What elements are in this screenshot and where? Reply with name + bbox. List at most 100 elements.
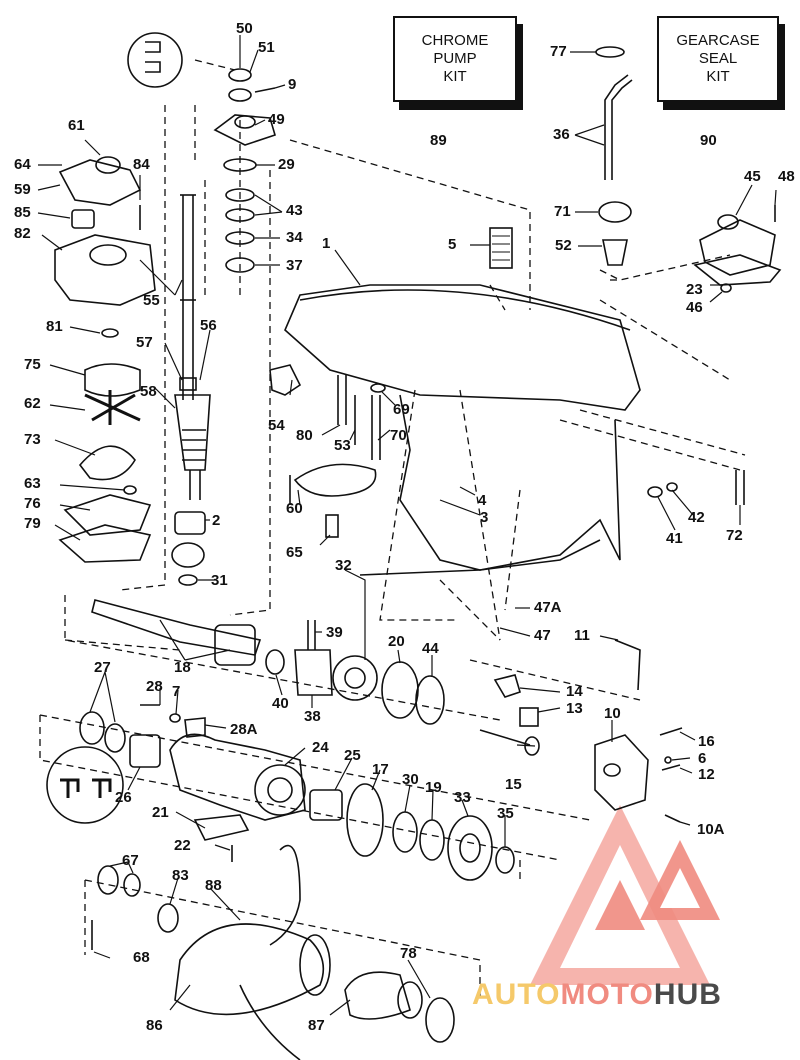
part-18-prop-shaft [91,599,262,656]
callout-63: 63 [24,475,41,492]
callout-9: 9 [288,76,297,93]
part-32-pinion-gear [171,542,205,568]
part-67-nut [97,865,119,895]
part-43-washer-a [225,188,255,202]
callout-61: 61 [68,117,85,134]
chrome-pump-kit-label: CHROME PUMP KIT [421,32,489,85]
callout-20: 20 [388,633,405,650]
callout-32: 32 [335,557,352,574]
callout-31: 31 [211,572,228,589]
part-19-shim [419,819,445,861]
part-44-shim [415,675,445,725]
callout-54: 54 [268,417,285,434]
part-38-clutch-dog [294,649,333,696]
callout-21: 21 [152,804,169,821]
callout-42: 42 [688,509,705,526]
part-40-spring [265,649,285,675]
callout-11: 11 [574,627,590,644]
dashed-leader-lines [39,59,746,1000]
part-67-spacer [123,873,141,897]
callout-39: 39 [326,624,343,641]
callout-90: 90 [700,132,717,149]
part-69-washer [370,383,386,393]
callout-28A: 28A [230,721,258,738]
part-43-washer-b [225,208,255,222]
part-10A-pin [664,814,681,823]
callout-47A: 47A [534,599,562,616]
part-26-bearing [129,734,161,768]
watermark-text: AUTOMOTOHUB [472,978,722,1012]
callout-67: 67 [122,852,139,869]
callout-23: 23 [686,281,703,298]
callout-30: 30 [402,771,419,788]
part-21-retainer [193,814,250,841]
part-2-bearing [174,511,206,535]
seal-detail-circle-top [127,32,183,88]
callout-17: 17 [372,761,389,778]
callout-13: 13 [566,700,583,717]
part-27-seal-a [79,711,105,745]
part-5-screen [489,227,513,269]
part-72-screw [735,470,745,505]
part-52-seal [602,239,628,266]
part-27-seal-b [104,723,126,753]
callout-88: 88 [205,877,222,894]
callout-80: 80 [296,427,313,444]
callout-12: 12 [698,766,715,783]
callout-14: 14 [566,683,583,700]
callout-56: 56 [200,317,217,334]
part-86-propeller-blade-bottom [239,984,301,1060]
callout-72: 72 [726,527,743,544]
gearcase-seal-kit-label: GEARCASE SEAL KIT [676,32,760,85]
chrome-pump-kit-box: CHROME PUMP KIT [393,16,517,102]
callout-38: 38 [304,708,321,725]
callout-15: 15 [505,776,522,793]
part-86-propeller-hub [174,923,325,1016]
gearcase-seal-kit-box: GEARCASE SEAL KIT [657,16,779,102]
callout-10: 10 [604,705,621,722]
part-49-boss [234,115,256,129]
callout-85: 85 [14,204,31,221]
part-58-bearing-housing [174,394,211,471]
watermark-moto: MOTO [560,978,654,1011]
part-1-skeg-edge [359,539,601,576]
callout-82: 82 [14,225,31,242]
part-10-shift-housing [594,734,649,811]
callout-40: 40 [272,695,289,712]
part-1-gearcase-body [399,394,621,571]
part-80-stud [337,375,347,425]
part-85-liner [71,209,95,229]
part-11-shift-rod [614,639,641,691]
callout-50: 50 [236,20,253,37]
callout-81: 81 [46,318,63,335]
callout-29: 29 [278,156,295,173]
callout-48: 48 [778,168,795,185]
part-42-washer [666,482,678,492]
part-20-bearing-race [381,661,419,719]
part-37-bearing [225,257,255,273]
part-78-thrust-washer [425,997,455,1043]
callout-37: 37 [286,257,303,274]
part-77-grommet [595,46,625,58]
part-1-gearcase-top [284,284,641,411]
callout-24: 24 [312,739,329,756]
part-46-oring [720,283,732,293]
seal-detail-top-profile [145,41,161,73]
callout-57: 57 [136,334,153,351]
part-54-anode [269,364,302,396]
part-70-screw [371,395,381,460]
callout-44: 44 [422,640,439,657]
part-16-pin [659,727,683,736]
part-32-gear [332,655,378,701]
callout-46: 46 [686,299,703,316]
callout-59: 59 [14,181,31,198]
callout-16: 16 [698,733,715,750]
callout-36: 36 [553,126,570,143]
callout-73: 73 [24,431,41,448]
callout-84: 84 [133,156,150,173]
callout-5: 5 [448,236,457,253]
part-55-driveshaft [182,195,194,400]
callout-75: 75 [24,356,41,373]
